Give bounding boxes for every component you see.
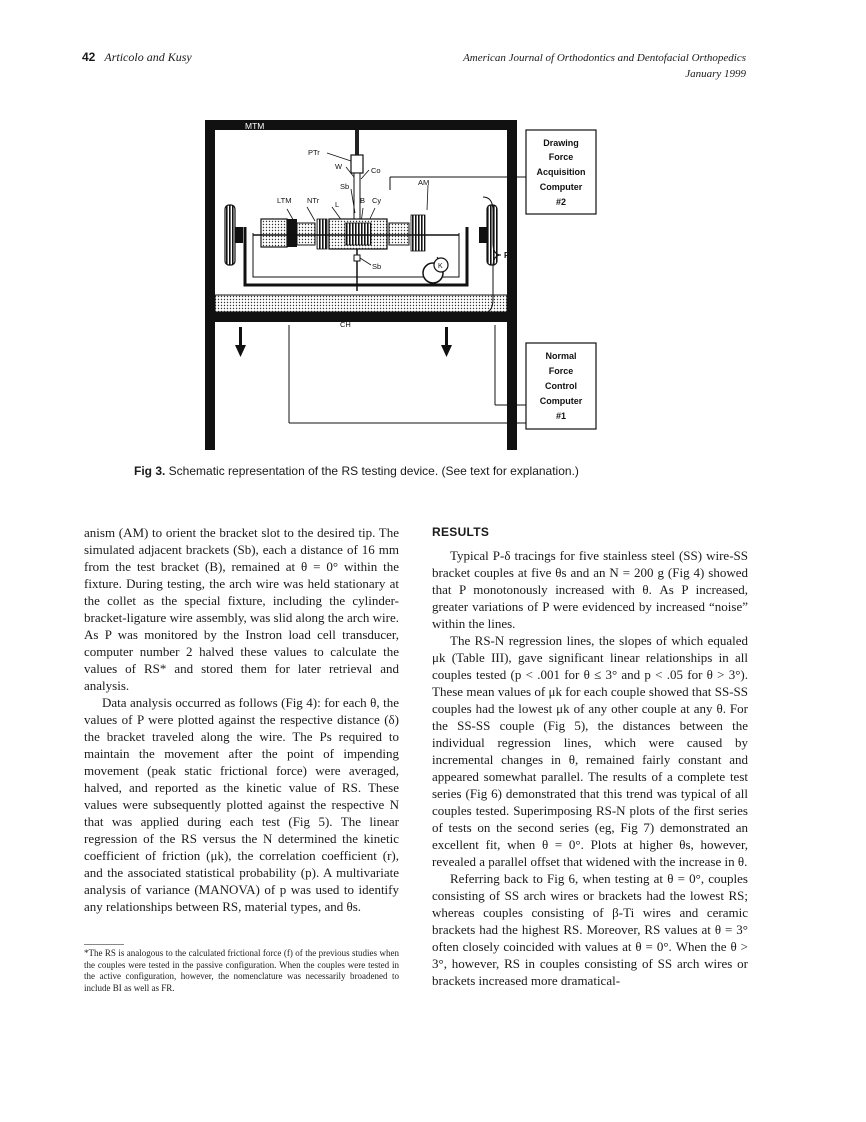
label-ntr: NTr [307, 196, 320, 205]
label-b: B [360, 196, 365, 205]
computer-box-1: Normal Force Control Computer #1 [525, 342, 597, 430]
box1-line4: Computer [540, 396, 583, 406]
running-authors: Articolo and Kusy [104, 50, 192, 64]
ntr-block [287, 219, 297, 247]
caption-text: Schematic representation of the RS testi… [165, 464, 579, 478]
box2-line2: Force [549, 152, 574, 162]
right-paragraph-1: Typical P-δ tracings for five stainless … [432, 548, 748, 631]
label-sb-bottom: Sb [372, 262, 381, 271]
load-transducer-ptr [350, 154, 364, 174]
bracket-block [344, 222, 372, 246]
footnote-rule [84, 944, 124, 945]
label-am: AM [418, 178, 429, 187]
label-w: W [335, 162, 343, 171]
box2-line1: Drawing [543, 138, 579, 148]
ligature-stack-left [316, 218, 328, 250]
box2-line3: Acquisition [537, 167, 586, 177]
figure-caption: Fig 3. Schematic representation of the R… [134, 464, 579, 478]
left-column: anism (AM) to orient the bracket slot to… [84, 524, 399, 915]
section-heading-results: RESULTS [432, 525, 490, 539]
box1-line1: Normal [545, 351, 576, 361]
tray-inner [252, 233, 460, 278]
crosshead-base [214, 294, 508, 313]
label-l: L [335, 200, 339, 209]
fx-brace [482, 196, 502, 314]
label-ltm: LTM [277, 196, 291, 205]
label-k: K [438, 263, 443, 270]
label-sb-top: Sb [340, 182, 349, 191]
label-mtm: MTM [245, 121, 264, 131]
schematic-figure: MTM PTr W Co Sb AM LTM NTr L B Cy [205, 120, 597, 450]
tray-frame [243, 227, 469, 287]
right-paragraph-2: The RS-N regression lines, the slopes of… [432, 633, 748, 869]
ltm-block [260, 218, 288, 248]
running-header-right: American Journal of Orthodontics and Den… [463, 50, 746, 82]
left-down-arrow [235, 327, 246, 357]
label-fx: Fx [504, 251, 514, 260]
label-ptr: PTr [308, 148, 320, 157]
left-gear [224, 204, 243, 266]
box1-line2: Force [549, 366, 574, 376]
load-cell-rod [355, 130, 359, 160]
box2-line5: #2 [556, 197, 566, 207]
left-paragraph-1: anism (AM) to orient the bracket slot to… [84, 525, 399, 693]
right-column: RESULTS Typical P-δ tracings for five st… [432, 524, 748, 989]
label-cy: Cy [372, 196, 381, 205]
right-down-arrow [441, 327, 452, 357]
right-paragraph-3: Referring back to Fig 6, when testing at… [432, 871, 748, 988]
box1-line5: #1 [556, 411, 566, 421]
box2-line4: Computer [540, 182, 583, 192]
page-number: 42 [82, 50, 96, 64]
running-header-left: 42 Articolo and Kusy [82, 50, 192, 65]
label-ch: CH [340, 320, 351, 329]
footnote: *The RS is analogous to the calculated f… [84, 948, 399, 993]
label-co: Co [371, 166, 381, 175]
journal-name: American Journal of Orthodontics and Den… [463, 52, 746, 64]
issue-date: January 1999 [685, 68, 746, 80]
left-paragraph-2: Data analysis occurred as follows (Fig 4… [84, 695, 399, 914]
right-sb-block [388, 222, 410, 246]
box1-line3: Control [545, 381, 577, 391]
computer-box-2: Drawing Force Acquisition Computer #2 [525, 129, 597, 215]
mtm-frame [205, 120, 517, 450]
am-mechanism [410, 214, 426, 252]
caption-label: Fig 3. [134, 464, 166, 478]
left-sb-block [296, 222, 316, 246]
right-gear [479, 204, 498, 266]
